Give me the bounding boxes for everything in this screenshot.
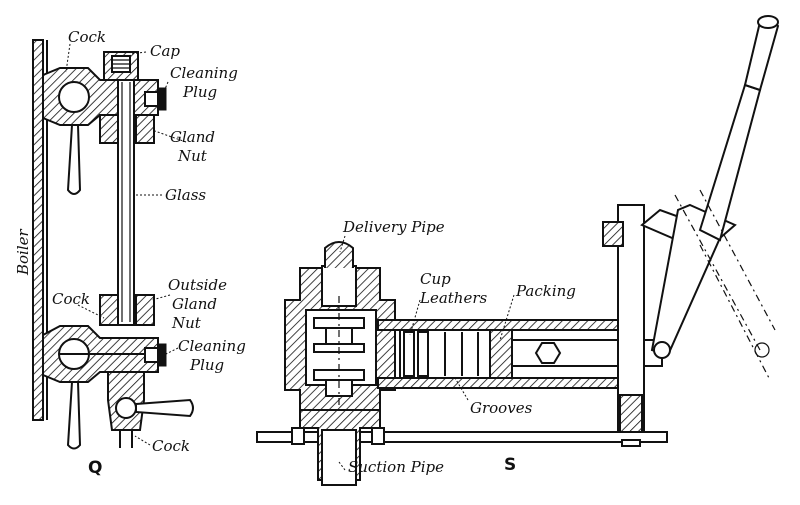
label-cleaning-plug-top-1: Cleaning [170,64,238,82]
label-cleaning-plug-bottom-1: Cleaning [178,337,246,355]
bottom-cleaning-plug [157,343,167,367]
cup-leather-1 [403,331,415,377]
force-pump-drawing [256,15,780,486]
label-gland-nut-1: Gland [170,128,215,146]
label-outside-gland-nut-1: Outside [168,276,227,294]
label-cup-leathers-1: Cup [420,270,451,288]
label-grooves: Grooves [470,399,533,417]
delivery-pipe-top [324,241,354,268]
label-delivery-pipe: Delivery Pipe [342,218,445,236]
label-suction-pipe: Suction Pipe [348,458,444,476]
label-cap: Cap [150,42,180,60]
drain-cock-handle [135,398,194,418]
suction-pipe [321,429,357,486]
figure-q-label: Q [88,458,102,478]
bottom-cock-handle [66,381,82,450]
water-gauge-drawing [32,39,194,450]
label-cleaning-plug-top-2: Plug [182,83,217,101]
gland-nut-top-left [99,114,119,144]
label-gland-nut-2: Nut [177,147,208,165]
boiler-wall [32,39,44,421]
gland-nut-bottom-right [135,294,155,326]
lever-handle-grip [743,18,780,92]
label-cock-top: Cock [68,28,106,46]
figure-s-label: S [504,455,516,475]
lever-handle [698,83,762,242]
label-boiler: Boiler [14,228,32,276]
rod-nut [534,342,562,364]
gland-nut-top-right [135,114,155,144]
cylinder-top-wall [377,319,645,331]
gland-nut-bottom-left [99,294,119,326]
label-outside-gland-nut-3: Nut [171,314,202,332]
glass-tube [117,79,135,326]
standard-bolt [602,221,624,247]
rod-pin [653,341,671,359]
label-cock-mid: Cock [52,290,90,308]
top-cock-handle [66,124,82,195]
label-outside-gland-nut-2: Gland [172,295,217,313]
drain-cock-plug [115,397,137,419]
label-cock-bottom: Cock [152,437,190,455]
base-plate [256,431,668,443]
label-cleaning-plug-bottom-2: Plug [189,356,224,374]
top-cock-plug [58,81,90,113]
cup-leather-2 [417,331,429,377]
label-glass: Glass [165,186,206,204]
cylinder-bottom-wall [377,377,645,389]
top-cleaning-plug [157,87,167,111]
label-cup-leathers-2: Leathers [419,289,488,307]
label-packing: Packing [515,282,576,300]
